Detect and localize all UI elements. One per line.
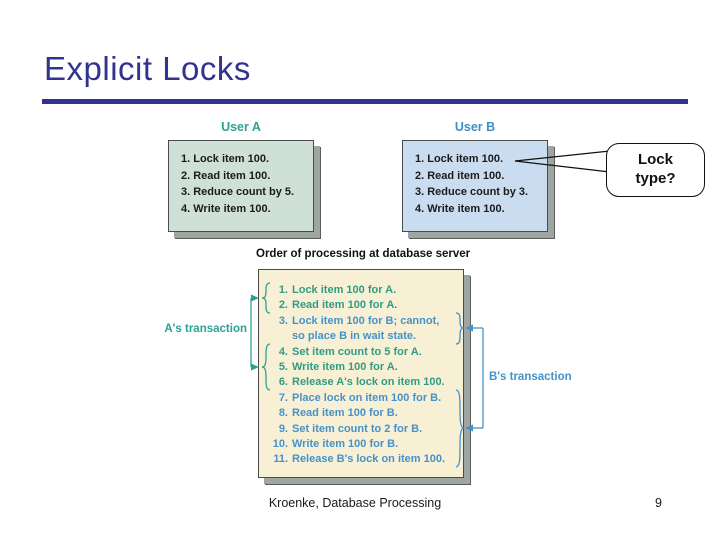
b-arrowhead-top [465, 324, 473, 332]
step-text: Release B's lock on item 100. [292, 453, 446, 466]
step-number: 2. [278, 299, 288, 312]
server-step: 10. Write item 100 for B. [269, 437, 459, 452]
server-box: 1. Lock item 100 for A. 2. Read item 100… [258, 269, 464, 478]
user-a-label: User A [221, 120, 261, 134]
step-text: Read item 100 for B. [292, 407, 398, 420]
step-number: 7. [278, 391, 288, 404]
footer-page-number: 9 [655, 496, 662, 510]
title-underline [42, 99, 688, 104]
server-step: 7. Place lock on item 100 for B. [269, 391, 459, 406]
user-step: 2. Read item 100. [181, 169, 271, 182]
lock-type-callout: Lock type? [606, 143, 705, 197]
step-text: Write item 100 for A. [292, 361, 398, 374]
step-number: 5. [278, 361, 288, 374]
user-step: 2. Read item 100. [415, 169, 505, 182]
step-number: 8. [278, 407, 288, 420]
step-number: 10. [272, 438, 288, 451]
step-text: Read item 100 for A. [292, 299, 398, 312]
server-step: 11. Release B's lock on item 100. [269, 452, 459, 467]
user-step: 1. Lock item 100. [181, 153, 270, 165]
user-a-steps: 1. Lock item 100. 2. Read item 100. 3. R… [181, 151, 309, 217]
user-step: 4. Write item 100. [415, 202, 505, 215]
user-b-label: User B [454, 120, 496, 134]
user-a-box: 1. Lock item 100. 2. Read item 100. 3. R… [168, 140, 314, 232]
b-transaction-label: B's transaction [489, 371, 572, 383]
step-number: 9. [278, 422, 288, 435]
user-step: 4. Write item 100. [181, 202, 271, 215]
server-box-title: Order of processing at database server [256, 248, 471, 260]
step-number: 4. [278, 345, 288, 358]
step-text: Lock item 100 for B; cannot, so place B … [292, 314, 440, 343]
server-step: 2. Read item 100 for A. [269, 298, 459, 313]
server-step: 8. Read item 100 for B. [269, 406, 459, 421]
step-number: 1. [278, 284, 288, 296]
step-text: Set item count to 5 for A. [292, 345, 422, 358]
step-text: Release A's lock on item 100. [292, 376, 445, 389]
step-text: Place lock on item 100 for B. [292, 391, 442, 404]
server-step: 5. Write item 100 for A. [269, 360, 459, 375]
step-text: Write item 100 for B. [292, 438, 399, 451]
step-text: Set item count to 2 for B. [292, 422, 423, 435]
step-text: Lock item 100 for A. [292, 284, 397, 296]
server-step: 3. Lock item 100 for B; cannot, so place… [269, 314, 459, 345]
server-step: 4. Set item count to 5 for A. [269, 345, 459, 360]
user-b-box: 1. Lock item 100. 2. Read item 100. 3. R… [402, 140, 548, 232]
step-number: 11. [273, 453, 288, 466]
user-step: 1. Lock item 100. [415, 153, 504, 165]
page-title: Explicit Locks [44, 50, 251, 87]
a-transaction-label: A's transaction [164, 323, 247, 335]
step-number: 3. [278, 314, 288, 327]
b-transaction-connector [465, 324, 484, 432]
step-number: 6. [278, 376, 288, 389]
server-step: 6. Release A's lock on item 100. [269, 375, 459, 390]
user-step: 3. Reduce count by 5. [181, 186, 295, 198]
server-step: 9. Set item count to 2 for B. [269, 422, 459, 437]
server-step: 1. Lock item 100 for A. [269, 283, 459, 298]
callout-text: Lock type? [635, 151, 676, 187]
user-b-steps: 1. Lock item 100. 2. Read item 100. 3. R… [415, 151, 543, 217]
server-steps: 1. Lock item 100 for A. 2. Read item 100… [269, 283, 459, 468]
b-arrowhead-bottom [465, 424, 473, 432]
user-step: 3. Reduce count by 3. [415, 186, 529, 198]
footer-citation: Kroenke, Database Processing [268, 496, 442, 510]
